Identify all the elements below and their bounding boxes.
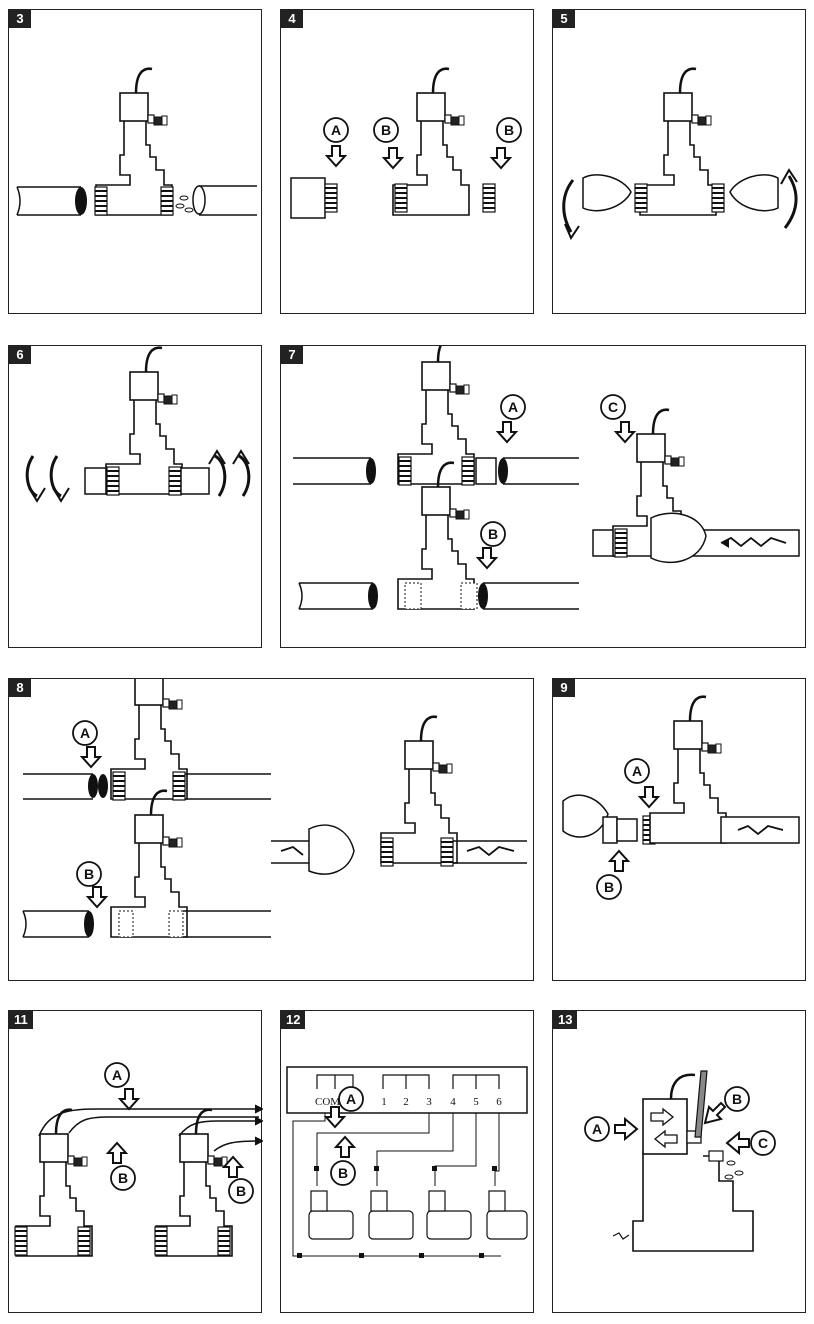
step-number: 11 bbox=[9, 1011, 33, 1029]
step-number: 6 bbox=[9, 346, 31, 364]
terminal-com: COM bbox=[315, 1096, 340, 1108]
step-13-panel: 13 A B C bbox=[552, 1010, 806, 1313]
terminal-5: 5 bbox=[473, 1096, 479, 1108]
step-7-illustration: A B C bbox=[293, 346, 800, 611]
callout-b: B bbox=[604, 879, 614, 895]
step-6-illustration bbox=[25, 346, 251, 503]
callout-b-left: B bbox=[118, 1170, 128, 1186]
step-12-panel: 12 COM 1 2 3 4 5 6 A B bbox=[280, 1010, 534, 1313]
terminal-1: 1 bbox=[381, 1096, 387, 1108]
step-11-illustration: A B B bbox=[14, 1062, 263, 1258]
step-number: 13 bbox=[553, 1011, 578, 1029]
step-5-illustration bbox=[562, 67, 798, 241]
callout-b: B bbox=[488, 526, 498, 542]
step-4-panel: 4 A B B bbox=[280, 9, 534, 314]
callout-a: A bbox=[331, 122, 341, 138]
callout-a: A bbox=[80, 725, 90, 741]
callout-b-right: B bbox=[236, 1183, 246, 1199]
callout-a: A bbox=[346, 1091, 356, 1107]
callout-c: C bbox=[608, 399, 618, 415]
step-13-illustration: A B C bbox=[584, 1070, 776, 1252]
terminal-2: 2 bbox=[403, 1096, 409, 1108]
step-number: 12 bbox=[281, 1011, 306, 1029]
step-3-illustration bbox=[16, 67, 257, 217]
callout-b: B bbox=[732, 1091, 742, 1107]
callout-a: A bbox=[592, 1121, 602, 1137]
callout-b: B bbox=[338, 1165, 348, 1181]
step-number: 5 bbox=[553, 10, 575, 28]
step-number: 7 bbox=[281, 346, 303, 364]
step-8-illustration: A B bbox=[22, 679, 527, 939]
callout-c: C bbox=[758, 1135, 768, 1151]
callout-a: A bbox=[508, 399, 518, 415]
callout-b-left: B bbox=[381, 122, 391, 138]
step-9-illustration: A B bbox=[562, 695, 800, 900]
step-number: 4 bbox=[281, 10, 303, 28]
step-9-panel: 9 A B bbox=[552, 678, 806, 981]
step-4-illustration: A B B bbox=[290, 67, 522, 219]
step-number: 9 bbox=[553, 679, 575, 697]
step-3-panel: 3 bbox=[8, 9, 262, 314]
step-8-panel: 8 A B bbox=[8, 678, 534, 981]
callout-b-right: B bbox=[504, 122, 514, 138]
step-11-panel: 11 A B B bbox=[8, 1010, 263, 1313]
callout-b: B bbox=[84, 866, 94, 882]
step-7-panel: 7 A B C bbox=[280, 345, 806, 648]
step-12-illustration: COM 1 2 3 4 5 6 A B bbox=[286, 1066, 528, 1258]
terminal-6: 6 bbox=[496, 1096, 502, 1108]
step-number: 8 bbox=[9, 679, 31, 697]
callout-a: A bbox=[112, 1067, 122, 1083]
callout-a: A bbox=[632, 763, 642, 779]
step-6-panel: 6 bbox=[8, 345, 262, 648]
terminal-4: 4 bbox=[450, 1096, 456, 1108]
step-number: 3 bbox=[9, 10, 31, 28]
step-5-panel: 5 bbox=[552, 9, 806, 314]
terminal-3: 3 bbox=[426, 1096, 432, 1108]
